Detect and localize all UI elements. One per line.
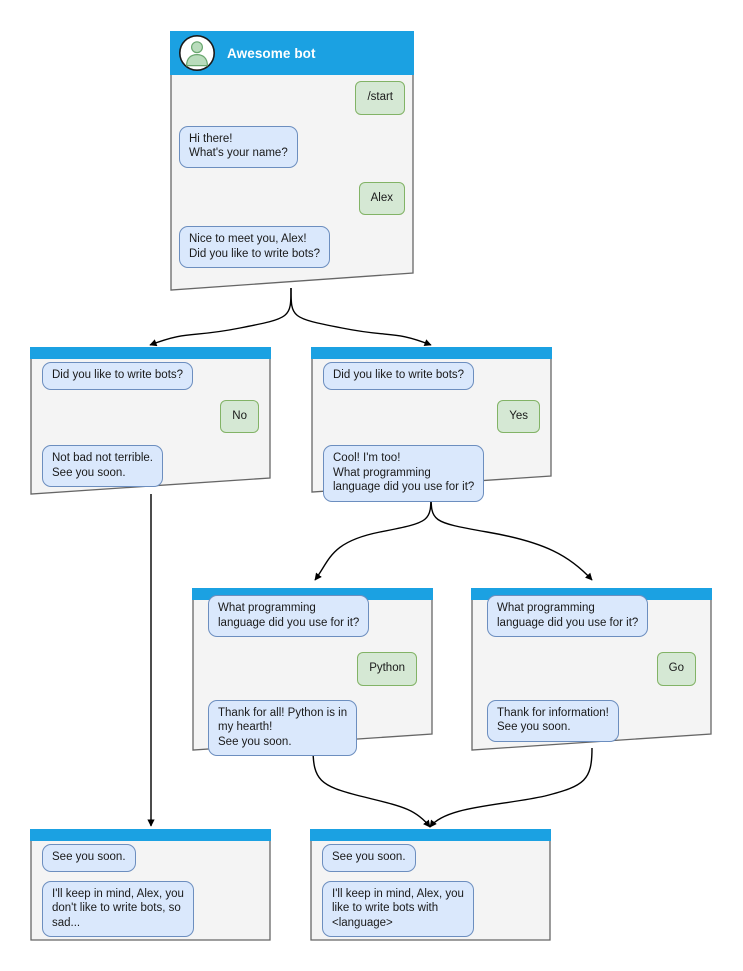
message-row: Go xyxy=(487,652,696,686)
user-message-bubble[interactable]: Yes xyxy=(497,399,540,433)
message-row: I'll keep in mind, Alex, you don't like … xyxy=(42,880,259,937)
message-row: Yes xyxy=(323,399,540,433)
edge-root-to-yes xyxy=(290,287,432,347)
message-row: No xyxy=(42,399,259,433)
message-row: Thank for information! See you soon. xyxy=(487,699,696,742)
edge-yes-to-python xyxy=(314,491,432,581)
bot-message-bubble[interactable]: Thank for information! See you soon. xyxy=(487,699,619,742)
end-happy-node[interactable]: See you soon. I'll keep in mind, Alex, y… xyxy=(310,829,551,941)
bot-header: Awesome bot xyxy=(170,31,414,75)
edge-go-to-end-happy xyxy=(429,747,593,828)
bot-message-bubble[interactable]: What programming language did you use fo… xyxy=(487,595,649,637)
bot-message-bubble[interactable]: Not bad not terrible. See you soon. xyxy=(42,445,164,487)
branch-yes-node[interactable]: Did you like to write bots? Yes Cool! I'… xyxy=(311,347,552,502)
message-row: Thank for all! Python is in my hearth! S… xyxy=(208,699,417,756)
edge-yes-to-go xyxy=(430,491,593,581)
bot-message-bubble[interactable]: Nice to meet you, Alex! Did you like to … xyxy=(179,226,331,268)
user-message-bubble[interactable]: Python xyxy=(357,652,417,686)
node-header-strip xyxy=(310,829,551,841)
message-row: See you soon. xyxy=(42,844,259,872)
message-list: See you soon. I'll keep in mind, Alex, y… xyxy=(310,844,551,937)
bot-message-bubble[interactable]: Did you like to write bots? xyxy=(42,362,194,390)
node-header-strip xyxy=(311,347,552,359)
message-row: I'll keep in mind, Alex, you like to wri… xyxy=(322,880,539,937)
user-message-bubble[interactable]: Alex xyxy=(358,181,405,215)
bot-message-bubble[interactable]: I'll keep in mind, Alex, you don't like … xyxy=(42,880,194,937)
message-row: What programming language did you use fo… xyxy=(208,595,417,637)
message-row: Python xyxy=(208,652,417,686)
edge-root-to-no xyxy=(149,287,292,347)
message-list: What programming language did you use fo… xyxy=(192,595,433,756)
user-avatar-icon xyxy=(178,34,216,72)
message-row: Hi there! What's your name? xyxy=(179,125,405,168)
bot-message-bubble[interactable]: I'll keep in mind, Alex, you like to wri… xyxy=(322,880,474,937)
bot-message-bubble[interactable]: See you soon. xyxy=(322,844,416,872)
user-message-bubble[interactable]: Go xyxy=(656,652,696,686)
message-row: Nice to meet you, Alex! Did you like to … xyxy=(179,226,405,268)
bot-message-bubble[interactable]: Thank for all! Python is in my hearth! S… xyxy=(208,699,358,756)
node-header-strip xyxy=(30,829,271,841)
message-list: What programming language did you use fo… xyxy=(471,595,712,742)
end-sad-node[interactable]: See you soon. I'll keep in mind, Alex, y… xyxy=(30,829,271,941)
message-row: /start xyxy=(179,81,405,115)
bot-message-bubble[interactable]: Cool! I'm too! What programming language… xyxy=(323,445,485,502)
message-row: Did you like to write bots? xyxy=(323,362,540,390)
message-row: Alex xyxy=(179,181,405,215)
message-row: Did you like to write bots? xyxy=(42,362,259,390)
message-list: Did you like to write bots? Yes Cool! I'… xyxy=(311,362,552,502)
message-row: Cool! I'm too! What programming language… xyxy=(323,445,540,502)
branch-go-node[interactable]: What programming language did you use fo… xyxy=(471,588,712,751)
node-header-strip xyxy=(30,347,271,359)
message-list: Did you like to write bots? No Not bad n… xyxy=(30,362,271,487)
user-message-bubble[interactable]: No xyxy=(220,399,259,433)
bot-message-bubble[interactable]: See you soon. xyxy=(42,844,136,872)
message-list: /start Hi there! What's your name? Alex … xyxy=(170,81,414,268)
message-list: See you soon. I'll keep in mind, Alex, y… xyxy=(30,844,271,937)
user-message-bubble[interactable]: /start xyxy=(355,81,405,115)
bot-message-bubble[interactable]: What programming language did you use fo… xyxy=(208,595,370,637)
bot-message-bubble[interactable]: Did you like to write bots? xyxy=(323,362,475,390)
bot-title: Awesome bot xyxy=(227,45,316,61)
branch-python-node[interactable]: What programming language did you use fo… xyxy=(192,588,433,756)
bot-message-bubble[interactable]: Hi there! What's your name? xyxy=(179,125,298,168)
message-row: What programming language did you use fo… xyxy=(487,595,696,637)
message-row: Not bad not terrible. See you soon. xyxy=(42,445,259,487)
message-row: See you soon. xyxy=(322,844,539,872)
root-chat-node[interactable]: Awesome bot /start Hi there! What's your… xyxy=(170,31,414,291)
edge-python-to-end-happy xyxy=(312,747,431,828)
branch-no-node[interactable]: Did you like to write bots? No Not bad n… xyxy=(30,347,271,495)
